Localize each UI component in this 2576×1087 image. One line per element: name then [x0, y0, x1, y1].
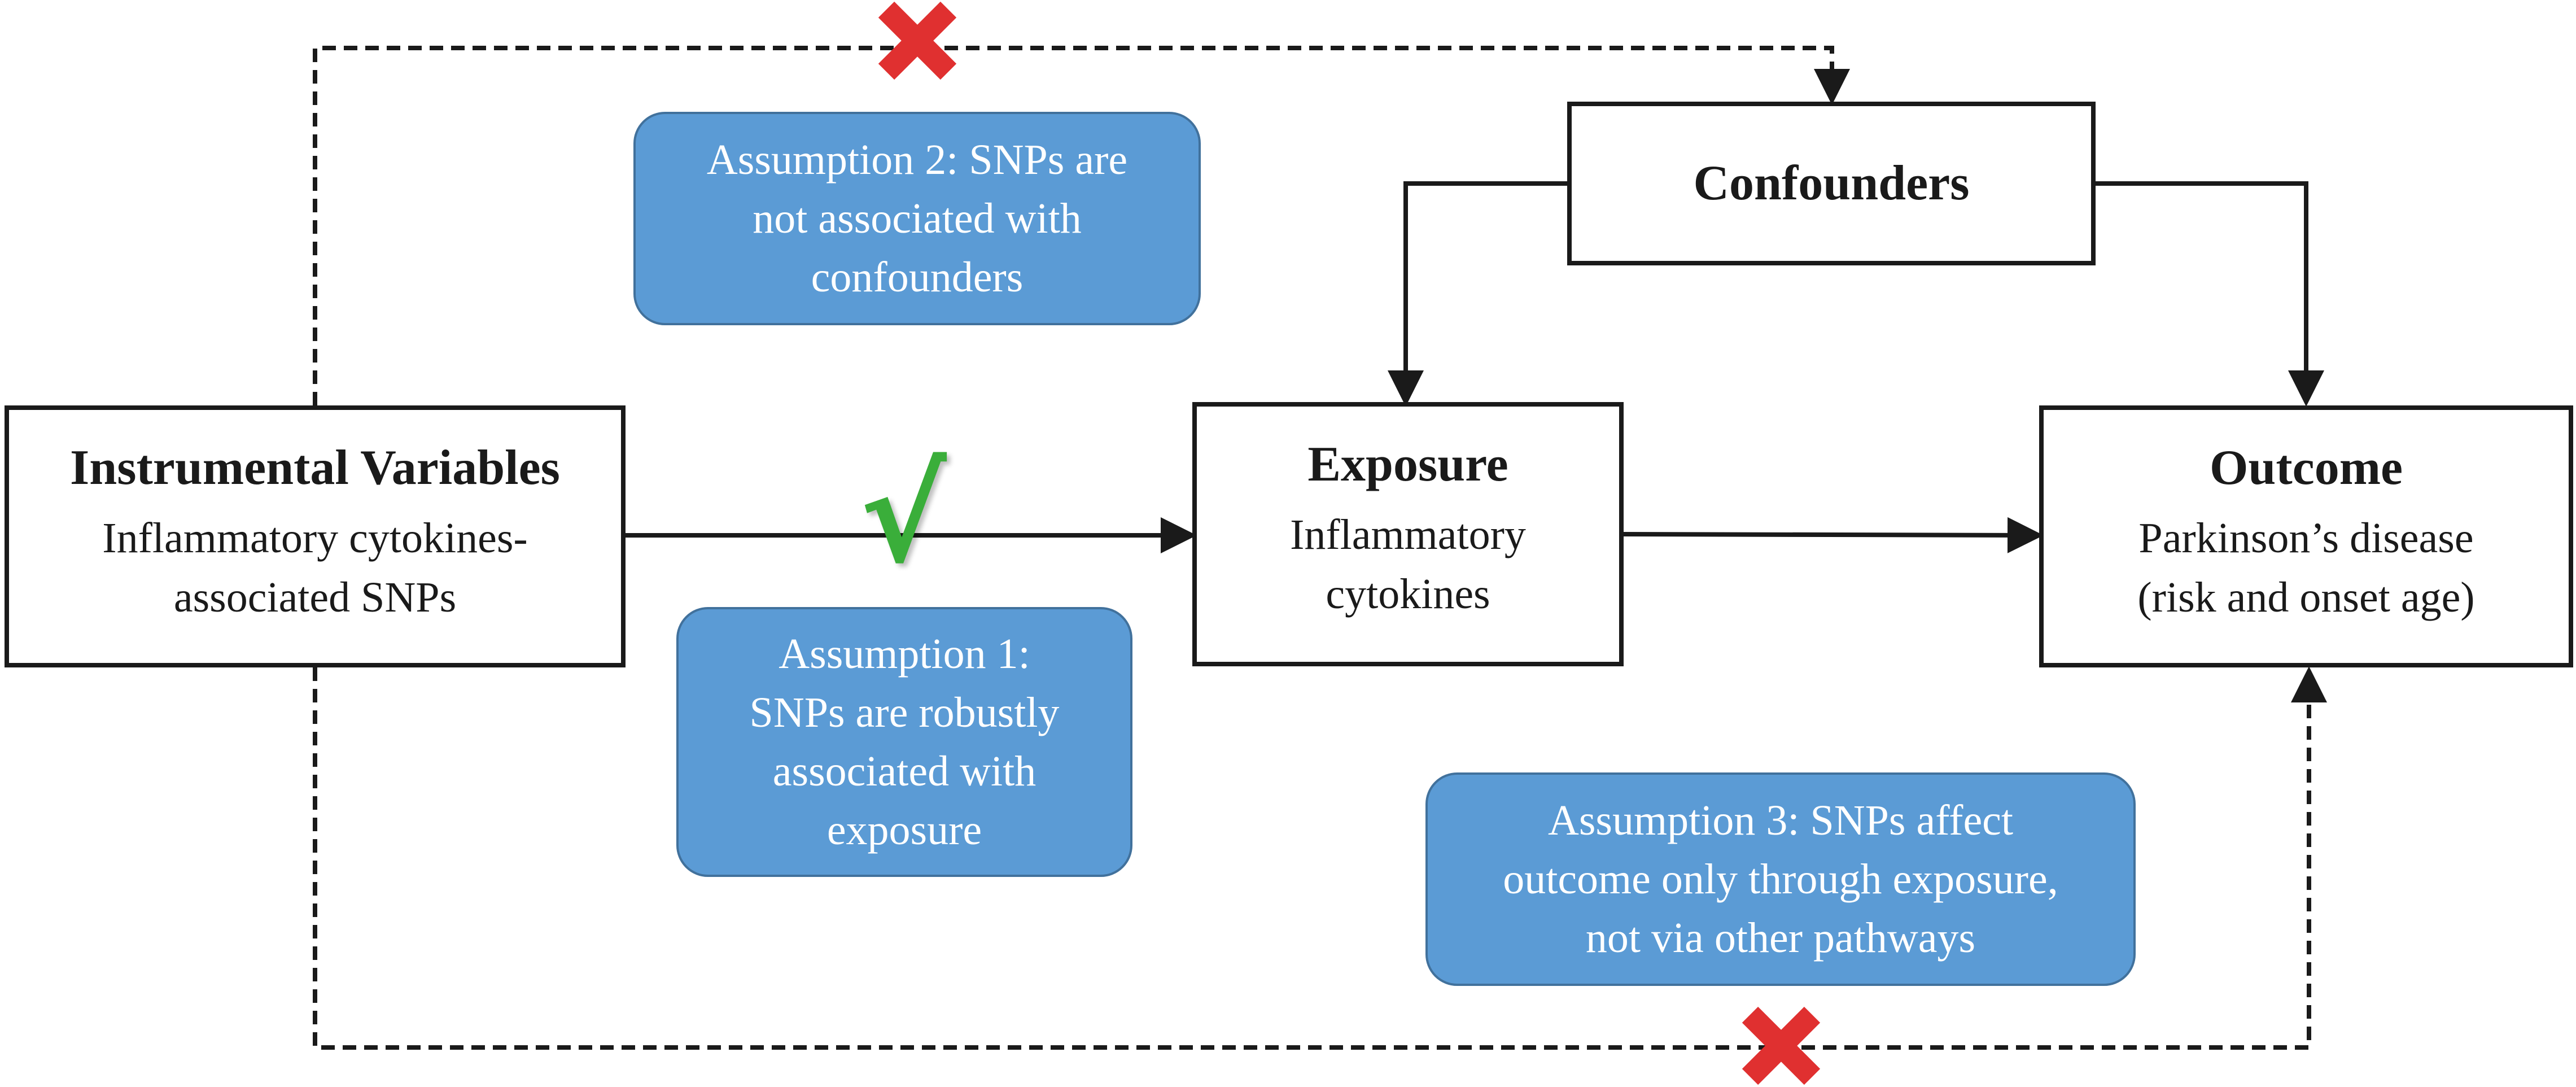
confounders-title: Confounders [1693, 156, 1970, 211]
instrumental-variables-subtitle: Inflammatory cytokines- associated SNPs [102, 514, 528, 622]
outcome-subtitle: Parkinson’s disease (risk and onset age) [2137, 514, 2475, 622]
assumption-1-text: Assumption 1: SNPs are robustly associat… [749, 630, 1060, 854]
assumption-3-text: Assumption 3: SNPs affect outcome only t… [1503, 796, 2058, 962]
instrumental-variables-title: Instrumental Variables [70, 440, 560, 495]
instrument-to-outcome-dashed-arrow [313, 666, 2327, 1050]
assumption-2-text: Assumption 2: SNPs are not associated wi… [706, 136, 1128, 302]
outcome-title: Outcome [2209, 440, 2403, 495]
instrumental-variables-box: Instrumental Variables Inflammatory cyto… [5, 405, 626, 667]
exposure-subtitle: Inflammatory cytokines [1290, 511, 1526, 618]
check-icon: √ [860, 441, 947, 592]
assumption-1-note: Assumption 1: SNPs are robustly associat… [676, 607, 1132, 877]
cross-icon [878, 1, 957, 80]
exposure-box: Exposure Inflammatory cytokines [1192, 402, 1624, 666]
assumption-3-note: Assumption 3: SNPs affect outcome only t… [1425, 772, 2136, 986]
assumption-2-note: Assumption 2: SNPs are not associated wi… [633, 112, 1201, 325]
exposure-title: Exposure [1307, 437, 1508, 492]
outcome-box: Outcome Parkinson’s disease (risk and on… [2039, 405, 2573, 667]
exposure-to-outcome-arrow [1623, 517, 2044, 553]
cross-icon [1742, 1006, 1821, 1085]
confounders-to-outcome-arrow [2094, 181, 2324, 407]
confounders-box: Confounders [1567, 102, 2096, 265]
confounders-to-exposure-arrow [1388, 181, 1569, 407]
instrument-to-confounders-dashed-arrow [313, 46, 1850, 405]
